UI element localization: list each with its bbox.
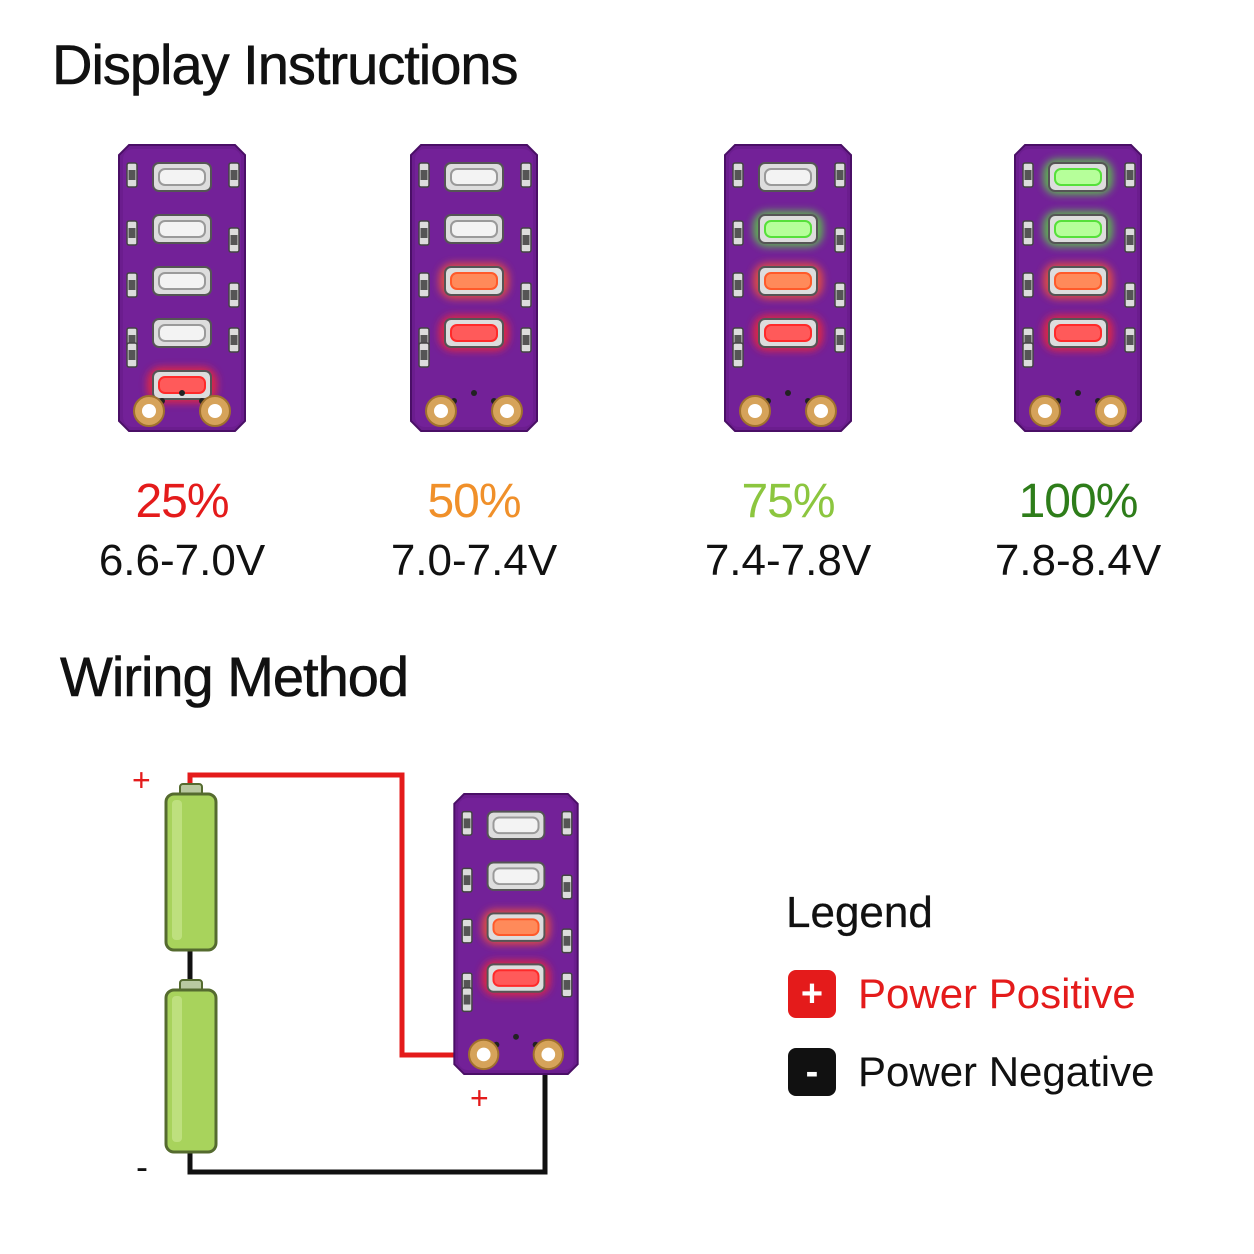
board-3 [1014,144,1142,432]
board-2 [724,144,852,432]
negative-swatch: - [788,1048,836,1096]
wiring-indicator-board [452,792,580,1081]
battery-minus-sign: - [136,1146,148,1187]
wiring-method-title: Wiring Method [60,645,410,709]
legend-positive: + Power Positive [788,970,1136,1018]
battery-top [164,783,218,952]
battery-indicator-board [409,143,539,438]
voltage-range: 7.4-7.8V [704,536,872,585]
battery-plus-sign: + [132,762,151,798]
negative-wire [187,1072,548,1175]
level-percent: 75% [741,475,835,528]
board-w [453,792,579,1076]
legend-title: Legend [786,888,933,937]
display-instructions-title: Display Instructions [52,33,519,97]
board-1 [410,144,538,432]
positive-label: Power Positive [858,970,1136,1017]
battery-bottom [164,979,218,1154]
legend-negative: - Power Negative [788,1048,1154,1096]
battery-indicator-board [117,143,247,438]
level-percent: 100% [1018,475,1139,528]
voltage-range: 7.0-7.4V [390,536,558,585]
voltage-range: 6.6-7.0V [98,536,266,585]
positive-wire [187,772,478,1058]
negative-label: Power Negative [858,1048,1155,1095]
voltage-range: 7.8-8.4V [994,536,1162,585]
battery-indicator-board [723,143,853,438]
board-0 [118,144,246,432]
battery-indicator-board [1013,143,1143,438]
positive-swatch: + [788,970,836,1018]
level-percent: 50% [427,475,521,528]
board-plus-sign: + [470,1080,489,1116]
level-percent: 25% [135,475,229,528]
